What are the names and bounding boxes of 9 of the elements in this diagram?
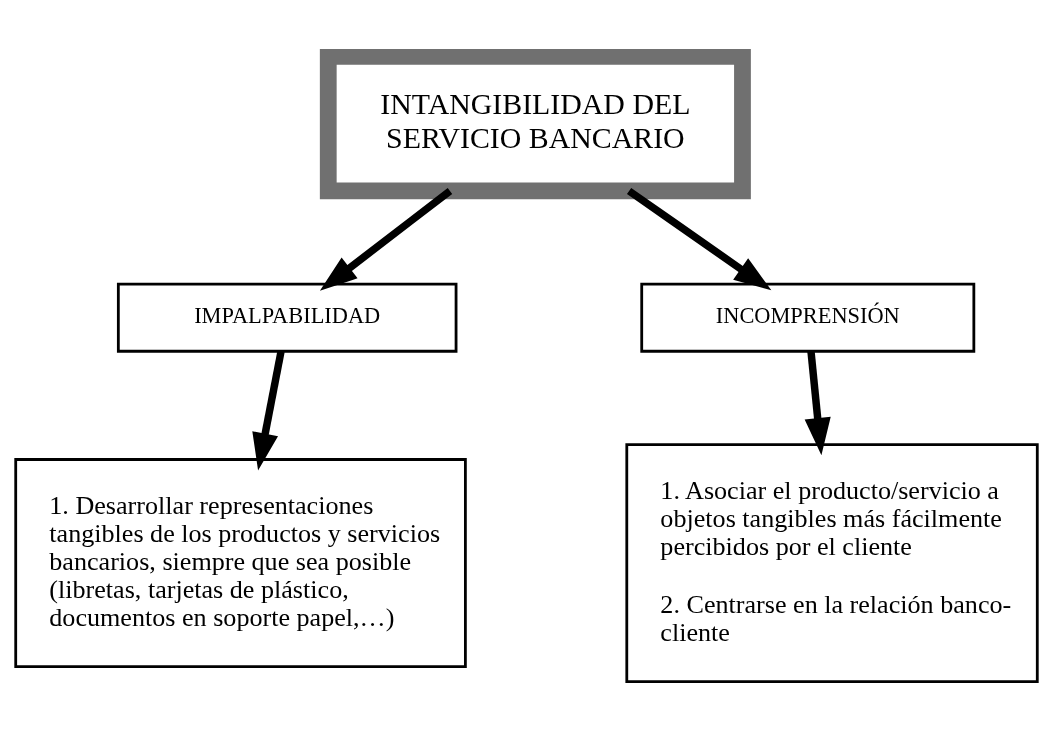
arrow xyxy=(626,187,772,291)
node-box: IMPALPABILIDAD xyxy=(116,282,458,353)
node-box: 1. Desarrollar representaciones tangibles de los productos y servicios bancarios, siempre que sea posible (libretas, tarjetas de plástico, documentos en soporte papel,…) xyxy=(14,458,467,668)
arrow xyxy=(252,350,285,471)
arrow xyxy=(319,188,453,291)
arrow xyxy=(804,351,831,456)
node-box: INCOMPRENSIÓN xyxy=(640,282,976,353)
node-box: 1. Asociar el producto/servicio a objetos tangibles más fácilmente percibidos por el cliente 2. Centrarse en la relación banco-cliente xyxy=(625,443,1039,683)
node-box: INTANGIBILIDAD DEL SERVICIO BANCARIO xyxy=(319,49,751,200)
